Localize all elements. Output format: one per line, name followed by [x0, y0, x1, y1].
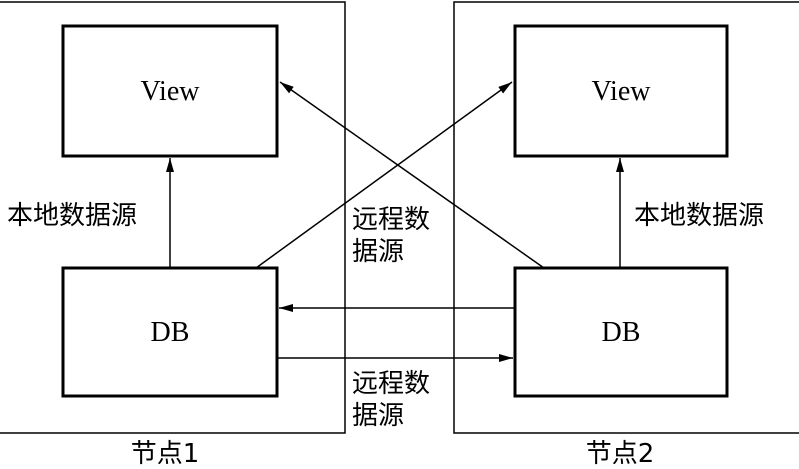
node2-db-label: DB	[602, 317, 641, 348]
node1-db-to-node2-view-arrow	[255, 81, 513, 269]
node2-label: 节点2	[586, 439, 655, 469]
node1-local-source-label: 本地数据源	[7, 201, 137, 231]
remote-source-label-lower-1: 远程数	[352, 369, 430, 399]
node2-local-source-label: 本地数据源	[634, 201, 764, 231]
remote-source-label-upper-1: 远程数	[352, 205, 430, 235]
node2-frame	[453, 1, 799, 434]
node2-db-box	[513, 266, 729, 398]
node1-db-label: DB	[151, 317, 190, 348]
node1-db-box	[61, 266, 279, 398]
node1-frame	[0, 1, 346, 434]
node2-view-label: View	[592, 76, 652, 107]
node1-view-label: View	[141, 76, 201, 107]
node2-db-to-node1-view-arrow	[279, 81, 545, 269]
node1-view-box	[61, 24, 279, 158]
node1-label: 节点1	[131, 439, 200, 469]
remote-source-label-lower-2: 据源	[352, 401, 404, 431]
node2-view-box	[513, 24, 729, 158]
remote-source-label-upper-2: 据源	[352, 237, 404, 267]
